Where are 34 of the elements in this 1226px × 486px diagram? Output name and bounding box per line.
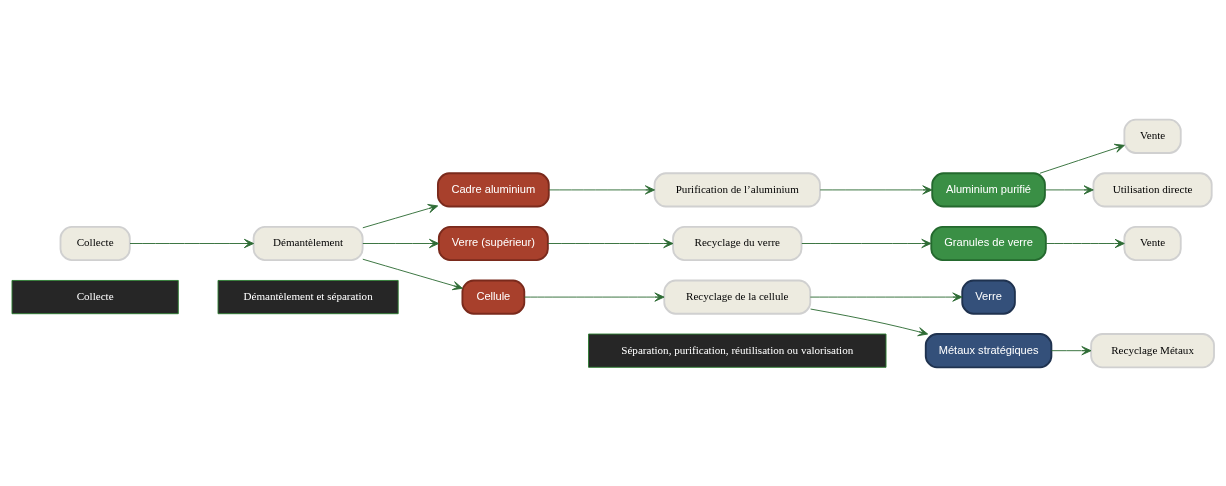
arrow [801,238,932,248]
node-box: Verre (supérieur) [437,225,549,261]
node-box: Purification de l’aluminium [653,171,821,207]
arrow [547,238,674,248]
arrow [362,203,439,228]
arrow [819,184,933,195]
arrow [1045,238,1125,248]
node-box: Démantèlement et séparation [217,279,399,314]
arrow [362,238,440,248]
node-box: Collecte [11,279,179,314]
arrow [1044,184,1094,195]
node-box: Utilisation directe [1092,171,1213,207]
arrow [1051,345,1092,355]
node-box: Vente [1123,225,1182,261]
node-box: Verre [961,279,1016,315]
arrow [809,291,963,302]
node-box: Recyclage Métaux [1090,332,1215,368]
arrow [548,184,655,195]
arrow [362,258,463,290]
arrow [524,291,665,302]
node-box: Aluminium purifié [931,171,1046,207]
node-box: Vente [1123,118,1182,154]
arrow [129,238,255,248]
arrow [1039,143,1125,174]
node-box: Collecte [59,225,131,261]
node-box: Recyclage de la cellule [663,279,812,315]
node-box: Cellule [461,279,526,315]
node-box: Cadre aluminium [437,171,550,207]
node-box: Séparation, purification, réutilisation ou valorisation [588,333,887,368]
node-box: Recyclage du verre [672,225,803,261]
arrow [810,308,929,336]
node-box: Métaux stratégiques [924,332,1053,368]
node-box: Démantèlement [252,225,364,261]
node-box: Granules de verre [930,225,1047,261]
